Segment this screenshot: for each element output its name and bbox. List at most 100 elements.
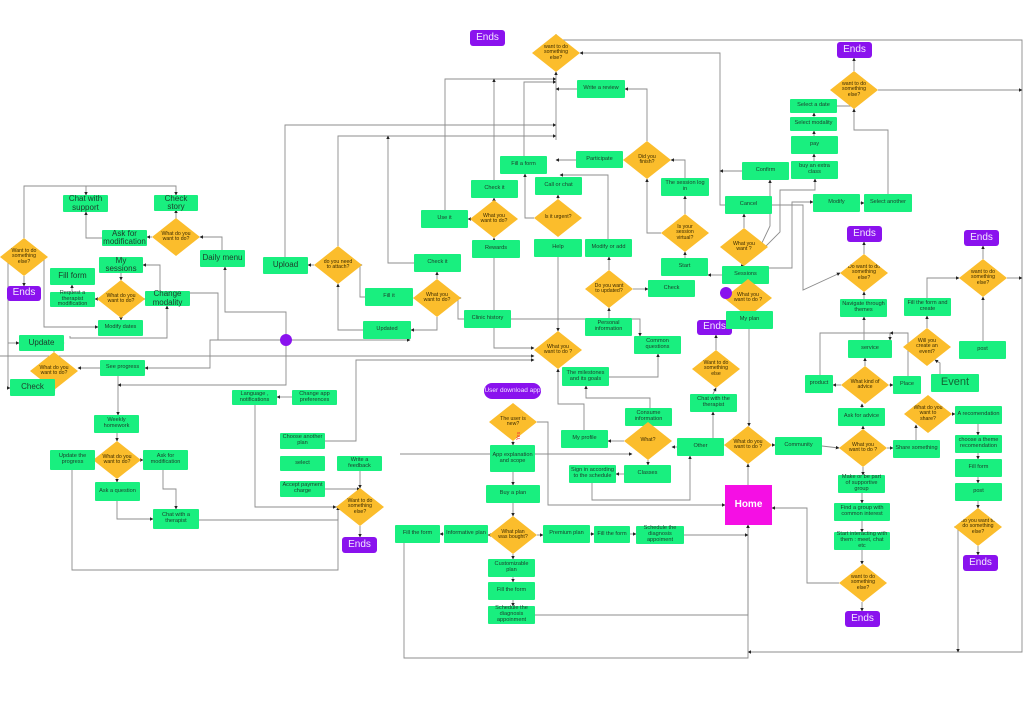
- connector-line: [556, 368, 585, 430]
- process-schedule-prem: Schedule the diagnosis appoiment: [636, 525, 684, 544]
- process-product: product: [805, 375, 833, 393]
- process-other: Other: [677, 438, 724, 456]
- process-updated: Updated: [363, 321, 411, 339]
- process-upload: Upload: [263, 257, 308, 274]
- process-my-plan: My plan: [726, 311, 773, 329]
- connector-line: [43, 257, 99, 329]
- process-start: Start: [661, 258, 708, 276]
- process-see-progress: See progress: [100, 360, 145, 376]
- process-modify: Modify: [813, 194, 860, 212]
- connector-line: [523, 173, 534, 219]
- process-select-modality: Select modality: [790, 117, 837, 131]
- process-help: Help: [534, 239, 582, 257]
- process-write-feedback: Write a feedback: [337, 456, 382, 471]
- process-chat-therapist-2: Chat with the therapist: [690, 394, 737, 412]
- process-update-progress: Update the progress: [50, 450, 95, 470]
- connector-line: [337, 134, 557, 246]
- process-customizable-plan: Customizable plan: [488, 559, 535, 577]
- connector-dot: [280, 334, 292, 346]
- terminal-ends-event: Ends: [964, 230, 999, 246]
- connector-line: [523, 80, 557, 156]
- home-home: Home: [725, 485, 772, 525]
- process-session-login: The session log in: [661, 178, 709, 196]
- process-post-rec: post: [955, 483, 1002, 501]
- process-select-another: Select another: [864, 194, 912, 212]
- process-start-interacting: Start interacting with them : meet, chat…: [834, 531, 890, 550]
- connector-line: [954, 526, 960, 653]
- connector-line: [386, 135, 414, 264]
- process-update: Update: [19, 335, 64, 351]
- connector-line: [852, 108, 889, 194]
- connector-line: [444, 77, 557, 210]
- process-premium-plan: Premium plan: [543, 525, 590, 543]
- connector-line: [284, 123, 557, 257]
- terminal-ends-chat: Ends: [697, 320, 732, 335]
- process-fill-form-cust: Fill the form: [488, 582, 535, 600]
- connector-line: [769, 200, 814, 269]
- terminal-ends-plan: Ends: [342, 537, 377, 553]
- terminal-ends-left: Ends: [7, 286, 41, 301]
- process-ask-mod-1: Ask for modification: [102, 228, 147, 246]
- connector-line: [591, 455, 692, 501]
- process-ask-question: Ask a question: [95, 482, 140, 501]
- process-sign-in: Sign in according to the schedule: [569, 465, 616, 483]
- process-check-it-1: Check it: [471, 180, 518, 198]
- process-navigate-themes: Navigate through themes: [840, 299, 887, 317]
- process-my-sessions: My sessions: [99, 256, 143, 273]
- process-supportive-group: Make or be part of supportive group: [838, 474, 885, 493]
- process-fill-form-rec: Fill form: [955, 459, 1002, 477]
- process-modify-dates: Modify dates: [98, 320, 143, 336]
- connector-line: [712, 387, 717, 395]
- process-share-something: Share something: [893, 440, 940, 458]
- connector-line: [254, 405, 337, 509]
- connector-line: [403, 524, 750, 659]
- process-request-therapist: Request a therapist modification: [50, 290, 95, 307]
- process-place: Place: [893, 376, 921, 394]
- connector-line: [772, 204, 841, 291]
- process-modify-add: Modify or add: [585, 239, 632, 257]
- process-chat-support: Chat with support: [63, 194, 108, 212]
- process-a-recommendation: A recomendation: [955, 406, 1002, 424]
- process-service: service: [848, 340, 892, 358]
- process-accept-payment: Accept payment charge: [280, 481, 325, 497]
- terminal-ends-top: Ends: [470, 30, 505, 46]
- process-choose-plan: Choose another plan: [280, 433, 325, 449]
- process-fill-form-prem: Fill the form: [594, 526, 630, 543]
- process-call-chat: Call or chat: [535, 177, 582, 195]
- process-check-left: Check: [10, 379, 55, 396]
- process-use-it: Use it: [421, 210, 468, 228]
- process-ask-mod-2: Ask for modification: [143, 450, 188, 470]
- process-weekly-homework: Weekly homework: [94, 415, 139, 433]
- process-participate: Participate: [576, 151, 623, 168]
- process-community: Community: [775, 437, 822, 455]
- process-app-explanation: App explanation and scope: [490, 445, 535, 472]
- connector-line: [199, 235, 223, 250]
- connector-line: [116, 501, 154, 521]
- connector-line: [69, 305, 169, 339]
- connector-line: [535, 524, 750, 616]
- process-informative-plan: Informative plan: [444, 525, 488, 543]
- connector-line: [117, 346, 287, 387]
- connector-line: [759, 179, 772, 248]
- process-fill-form-inf: Fill the form: [395, 525, 440, 543]
- process-buy-extra: buy an extra class: [791, 161, 838, 179]
- process-clinic-history: Clinic history: [464, 310, 511, 328]
- connector-dot: [720, 287, 732, 299]
- process-rewards: Rewards: [472, 240, 520, 258]
- process-pay: pay: [791, 136, 838, 154]
- process-check-it-2: Check it: [414, 254, 461, 272]
- process-consume-info: Consume information: [625, 408, 672, 426]
- process-fill-form-1: Fill form: [50, 268, 95, 285]
- process-fill-create: Fill the form and create: [904, 298, 951, 316]
- process-choose-theme: choose a theme recomendation: [955, 435, 1002, 453]
- connector-line: [199, 505, 340, 521]
- process-confirm: Confirm: [742, 162, 789, 180]
- connector-line: [6, 257, 11, 390]
- connector-line: [889, 331, 909, 376]
- process-classes: Classes: [624, 465, 671, 483]
- process-check-story: Check story: [154, 194, 198, 211]
- process-change-app-pref: Change app preferences: [292, 390, 337, 405]
- connector-line: [511, 318, 642, 337]
- process-fill-a-form: Fill a form: [500, 156, 547, 174]
- yes-label: Yes: [516, 431, 523, 441]
